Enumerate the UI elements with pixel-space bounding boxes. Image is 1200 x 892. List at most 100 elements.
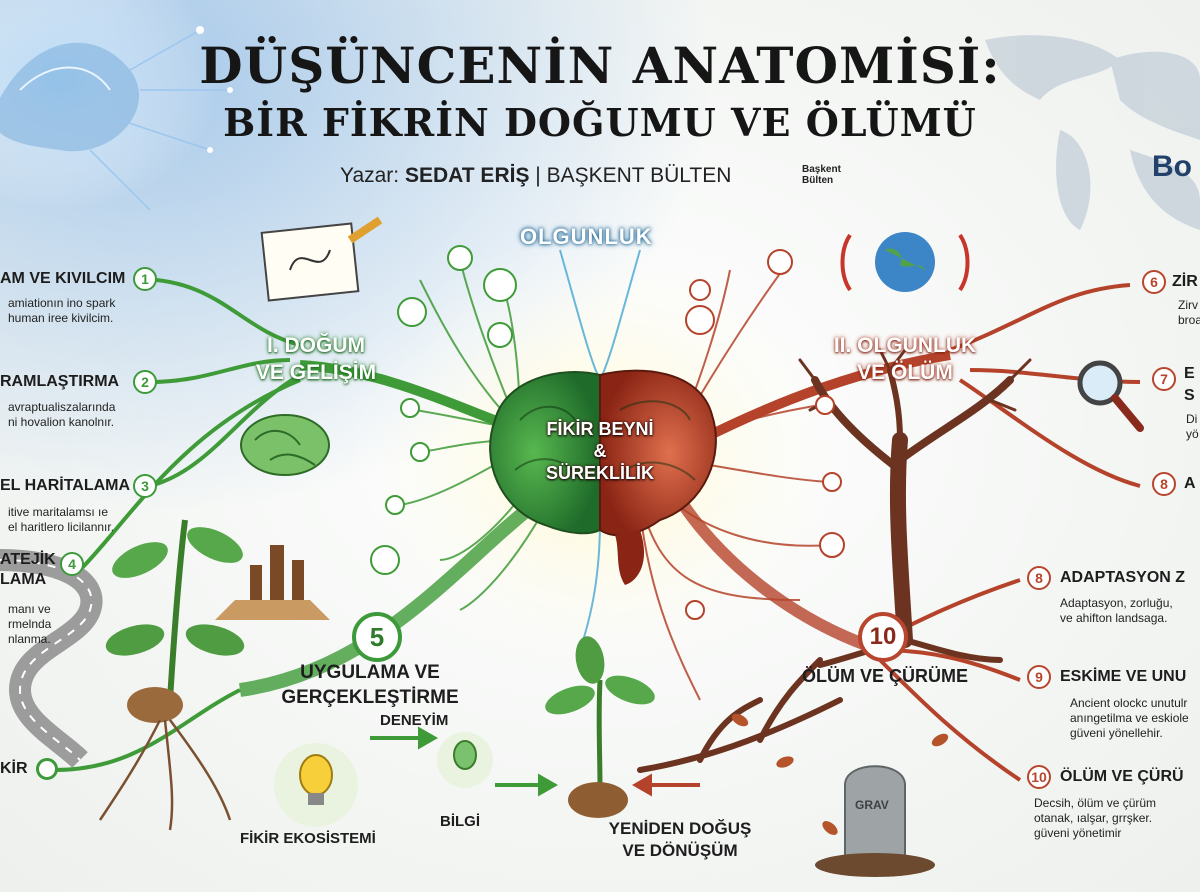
- magnifier-icon: [1077, 360, 1144, 432]
- right-item-10-desc1: Decsih, ölüm ve çürüm: [1034, 796, 1157, 810]
- right-item-7-title-a: E: [1184, 365, 1195, 382]
- knowledge-label: BİLGİ: [440, 813, 480, 830]
- brand-mini-logo: Başkent Bülten: [802, 164, 841, 186]
- left-branches: [54, 277, 545, 772]
- right-item-8b-desc1: Adaptasyon, zorluğu,: [1060, 596, 1173, 610]
- right-item-9-desc: Ancient olockc unutulr anıngetilma ve es…: [1070, 696, 1189, 741]
- grave-label: GRAV: [855, 798, 889, 812]
- right-item-10-desc3: güveni yönetimir: [1034, 826, 1122, 840]
- experience-label: DENEYİM: [380, 712, 449, 729]
- stage-5-badge: 5: [352, 612, 402, 662]
- left-item-2-desc2: ni hovalion kanolnır.: [8, 415, 115, 429]
- left-item-4-desc: manı ve rmelnda nlanma.: [8, 602, 51, 647]
- right-item-9-num: 9: [1027, 665, 1051, 689]
- left-item-4-num: 4: [60, 552, 84, 576]
- right-item-6-num: 6: [1142, 270, 1166, 294]
- dead-tree-image: [798, 348, 1032, 668]
- lightbulb-icon-small: [437, 732, 493, 788]
- ecosystem-label: FİKİR EKOSİSTEMİ: [240, 830, 376, 847]
- left-item-4-desc2: rmelnda: [8, 617, 52, 631]
- right-item-8b-desc2: ve ahifton landsaga.: [1060, 611, 1168, 625]
- right-item-7-desc1: Di: [1186, 412, 1198, 426]
- section-birth-label: I. DOĞUM VE GELİŞİM: [246, 332, 386, 386]
- left-item-4-title-b: LAMA: [0, 571, 47, 588]
- right-item-10-desc2: otanak, ıalşar, grrşker.: [1034, 811, 1153, 825]
- section-death-label: II. OLGUNLUK VE ÖLÜM: [820, 332, 990, 386]
- publication-name: BAŞKENT BÜLTEN: [546, 164, 732, 187]
- right-item-10-num: 10: [1027, 765, 1051, 789]
- left-item-3-desc1: itive maritalamsı ıe: [8, 505, 109, 519]
- byline-separator: |: [535, 164, 541, 187]
- central-brain-image: [489, 369, 717, 585]
- core-brain-label: FİKİR BEYNİ & SÜREKLİLİK: [510, 418, 690, 484]
- stage-10-badge: 10: [858, 612, 908, 662]
- rebirth-line1: YENİDEN DOĞUŞ: [608, 819, 752, 838]
- sketch-paper-icon: [260, 216, 383, 302]
- apply-line2: GERÇEKLEŞTİRME: [281, 687, 459, 708]
- apply-line1: UYGULAMA VE: [300, 662, 440, 683]
- left-item-5-title: KİR: [0, 760, 28, 777]
- left-item-1-desc: amiationın ino spark human iree kivilcim…: [8, 296, 115, 326]
- left-item-3-desc: itive maritalamsı ıe el haritlero licila…: [8, 505, 114, 535]
- left-item-2-desc1: avraptualiszalarında: [8, 400, 116, 414]
- lightbulb-icon-large: [274, 743, 358, 827]
- rebirth-sprout-image: [545, 636, 655, 818]
- left-item-1-num: 1: [133, 267, 157, 291]
- section-birth-line1: I. DOĞUM: [267, 334, 365, 357]
- rebirth-line2: VE DÖNÜŞÜM: [622, 841, 738, 860]
- left-item-1-desc2: human iree kivilcim.: [8, 311, 114, 325]
- core-line2: &: [593, 441, 607, 461]
- left-item-1-title: AM VE KIVILCIM: [0, 270, 126, 287]
- byline: Yazar: SEDAT ERİŞ | BAŞKENT BÜLTEN: [340, 164, 731, 188]
- stage-apply-label: UYGULAMA VE GERÇEKLEŞTİRME: [270, 660, 470, 710]
- left-item-5-dot: [36, 758, 58, 780]
- right-item-8b-num: 8: [1027, 566, 1051, 590]
- right-item-8b-title: ADAPTASYON Z: [1060, 569, 1186, 586]
- page-subtitle: BİR FİKRİN DOĞUMU VE ÖLÜMÜ: [223, 100, 977, 145]
- right-item-9-desc3: güveni yönellehir.: [1070, 726, 1163, 740]
- right-item-6-desc1: Zirv: [1178, 298, 1198, 312]
- stage-death-label: ÖLÜM VE ÇÜRÜME: [802, 666, 968, 686]
- author-name: SEDAT ERİŞ: [404, 164, 530, 187]
- left-item-2-num: 2: [133, 370, 157, 394]
- section-death-line2: VE ÖLÜM: [857, 361, 953, 384]
- right-item-7-desc2: yö: [1186, 427, 1199, 441]
- right-item-7-title: E S: [1184, 363, 1195, 407]
- gravestone-image: [815, 765, 935, 877]
- world-map-image: [985, 35, 1200, 230]
- section-death-line1: II. OLGUNLUK: [833, 334, 977, 357]
- right-item-8a-num: 8: [1152, 472, 1176, 496]
- green-brain-icon: [240, 414, 330, 476]
- brand-badge: Bo: [1152, 150, 1192, 183]
- page-title: DÜŞÜNCENİN ANATOMİSİ:: [199, 36, 1001, 95]
- right-item-7-title-b: S: [1184, 387, 1195, 404]
- neuron-brain-image: [0, 0, 233, 211]
- right-item-6-desc2: broa: [1178, 313, 1200, 327]
- left-item-4-desc3: nlanma.: [8, 632, 51, 646]
- right-item-8a-title: A: [1184, 475, 1196, 492]
- left-item-1-desc1: amiationın ino spark: [8, 296, 116, 310]
- brand-mini-line1: Başkent: [802, 164, 841, 175]
- brand-mini-line2: Bülten: [802, 175, 834, 186]
- section-birth-line2: VE GELİŞİM: [255, 361, 377, 384]
- left-item-3-desc2: el haritlero licilannır.: [8, 520, 115, 534]
- core-line3: SÜREKLİLİK: [546, 463, 654, 483]
- rebirth-label: YENİDEN DOĞUŞ VE DÖNÜŞÜM: [600, 818, 760, 862]
- chess-pieces-icon: [215, 545, 330, 620]
- core-line1: FİKİR BEYNİ: [546, 419, 654, 439]
- right-item-6-desc: Zirv broa: [1178, 298, 1200, 328]
- left-item-3-title: EL HARİTALAMA: [0, 477, 131, 494]
- globe-icon: [840, 232, 970, 292]
- left-item-3-num: 3: [133, 474, 157, 498]
- right-item-7-num: 7: [1152, 367, 1176, 391]
- left-item-4-desc1: manı ve: [8, 602, 51, 616]
- top-stage-label: OLGUNLUK: [520, 224, 653, 249]
- right-item-10-title: ÖLÜM VE ÇÜRÜ: [1060, 768, 1184, 785]
- right-item-9-title: ESKİME VE UNU: [1060, 668, 1187, 685]
- sprout-plant-image: [98, 519, 245, 831]
- byline-prefix: Yazar:: [340, 164, 400, 187]
- left-item-4-title: ATEJİK LAMA: [0, 550, 56, 590]
- right-item-9-desc2: anıngetilma ve eskiole: [1070, 711, 1189, 725]
- left-item-4-title-a: ATEJİK: [0, 551, 56, 568]
